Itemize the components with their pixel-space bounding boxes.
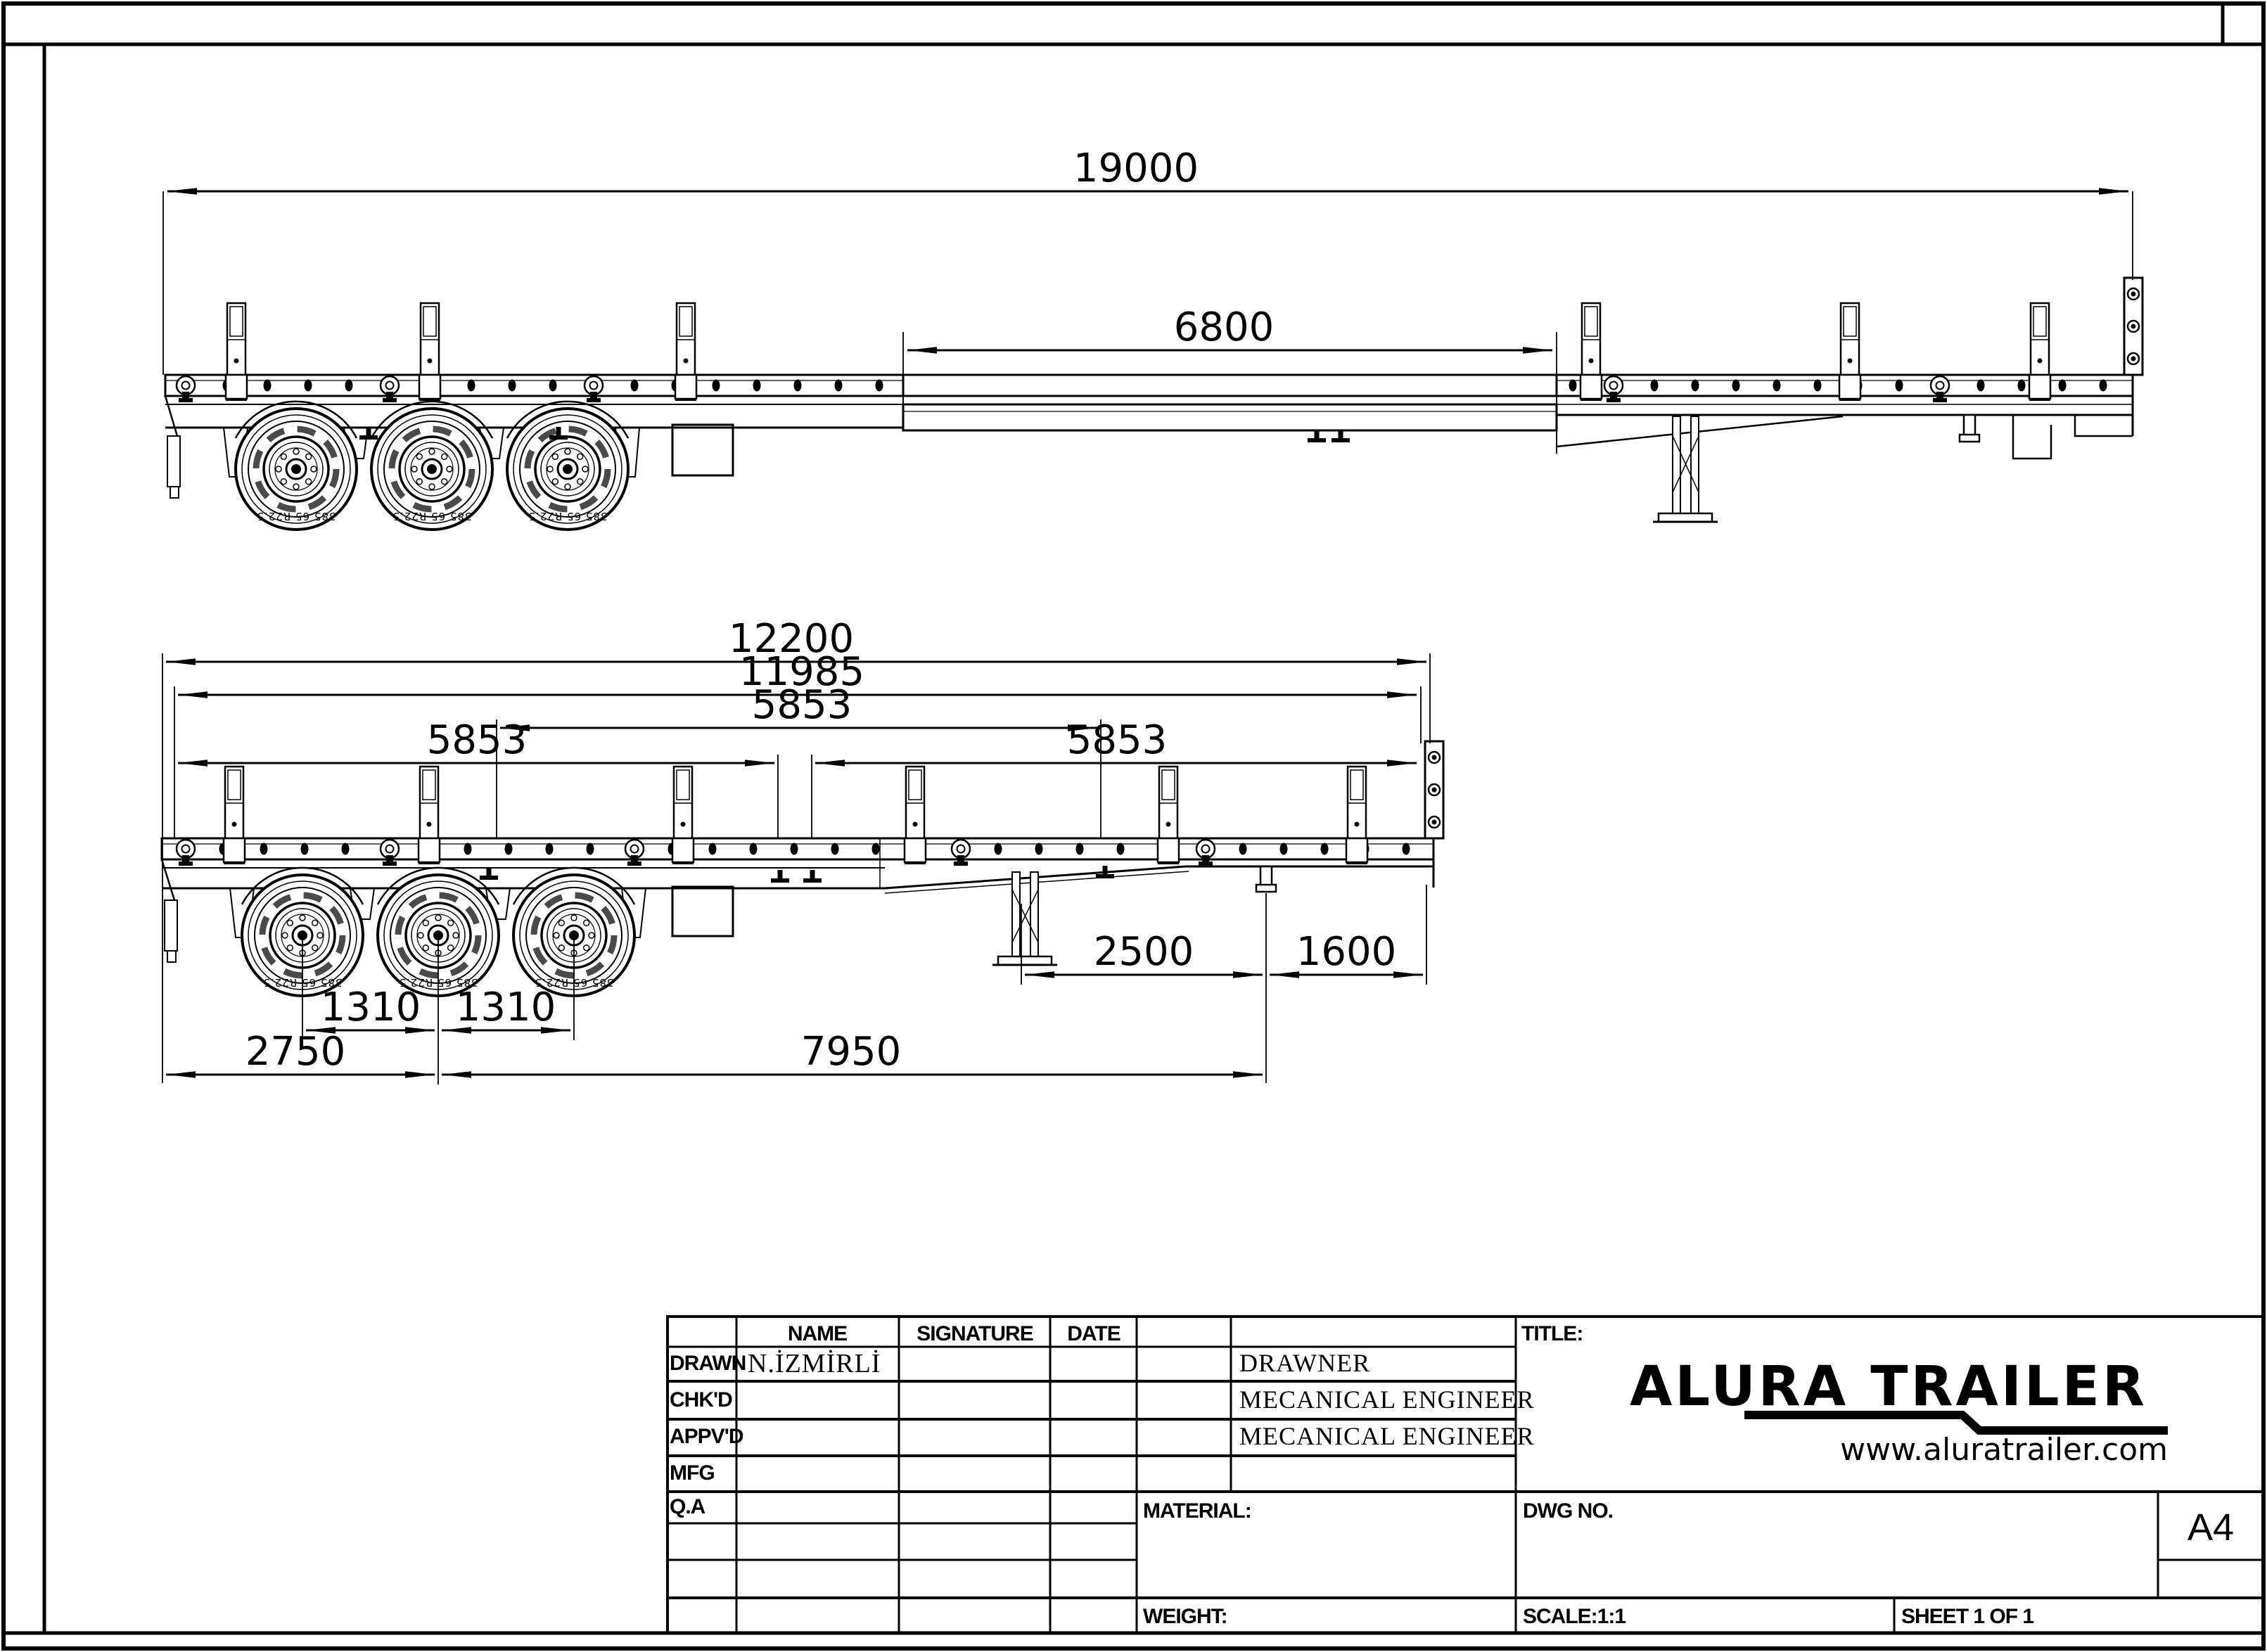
- col-date-header: DATE: [1067, 1322, 1120, 1345]
- landing-gear: [1653, 416, 1718, 523]
- logo-underline: [1744, 1411, 2168, 1435]
- dimension-kingpin-front: [1270, 885, 1427, 985]
- drawn-name: N.İZMİRLİ: [748, 1349, 881, 1378]
- sheet-label: SHEET 1 OF 1: [1901, 1605, 2033, 1628]
- dim-1310-b: 1310: [456, 985, 556, 1030]
- company-logo: ALURA TRAILER www.aluratrailer.com: [1630, 1355, 2168, 1468]
- dimension-axle-gap-2: [442, 937, 575, 1040]
- row-label-mfg: MFG: [670, 1461, 715, 1485]
- dim-11985: 11985: [739, 649, 864, 695]
- dim-1600: 1600: [1296, 929, 1397, 975]
- dimension-gear-kingpin: [1021, 893, 1267, 1083]
- title-label: TITLE:: [1521, 1322, 1583, 1345]
- kingpin: [1958, 414, 1981, 443]
- dim-5853-c: 5853: [1067, 717, 1168, 763]
- row-label-chkd: CHK'D: [670, 1388, 732, 1411]
- dim-19000: 19000: [1073, 146, 1199, 191]
- dimension-spacing-c: [811, 755, 1417, 838]
- title-block: [666, 1315, 2265, 1634]
- paper-size: A4: [2188, 1506, 2234, 1549]
- logo-website: www.aluratrailer.com: [1840, 1432, 2168, 1468]
- drawn-role: DRAWNER: [1239, 1349, 1370, 1377]
- dimension-spacing-a: [496, 719, 1101, 838]
- extended-view: [162, 188, 2144, 530]
- dim-2750: 2750: [245, 1029, 346, 1075]
- title-block-text: NAME SIGNATURE DATE TITLE: DRAWN CHK'D A…: [670, 1322, 2234, 1628]
- kingpin: [1255, 865, 1277, 893]
- dimension-axle-gap-1: [302, 937, 439, 1084]
- row-label-qa: Q.A: [670, 1495, 705, 1518]
- dimension-extension: [902, 332, 1557, 397]
- dim-7950: 7950: [801, 1029, 902, 1075]
- dimension-deck-length: [174, 686, 1422, 838]
- dimension-spacing-b: [178, 755, 779, 838]
- appvd-role: MECANICAL ENGINEER: [1239, 1422, 1535, 1450]
- dim-6800: 6800: [1174, 305, 1275, 350]
- dim-2500: 2500: [1094, 929, 1194, 975]
- dim-1310-a: 1310: [321, 985, 421, 1030]
- dim-12200: 12200: [729, 616, 854, 662]
- material-label: MATERIAL:: [1143, 1499, 1251, 1523]
- dimension-retracted-overall: [162, 653, 1431, 1083]
- dimension-labels: 19000 6800 12200 11985 5853 5853 5853 25…: [245, 146, 1397, 1075]
- weight-label: WEIGHT:: [1143, 1605, 1227, 1628]
- dim-5853-a: 5853: [752, 682, 852, 728]
- dimension-extended-overall: [162, 188, 2133, 375]
- retracted-view: [160, 653, 1445, 1084]
- scale-label: SCALE:1:1: [1523, 1605, 1626, 1628]
- row-label-drawn: DRAWN: [670, 1352, 746, 1375]
- landing-gear: [992, 871, 1057, 966]
- dwg-no-label: DWG NO.: [1523, 1499, 1613, 1523]
- col-signature-header: SIGNATURE: [917, 1322, 1033, 1345]
- logo-text: ALURA TRAILER: [1630, 1355, 2147, 1419]
- col-name-header: NAME: [788, 1322, 847, 1345]
- chkd-role: MECANICAL ENGINEER: [1239, 1385, 1535, 1414]
- dim-5853-b: 5853: [427, 717, 528, 763]
- row-label-appvd: APPV'D: [670, 1425, 743, 1448]
